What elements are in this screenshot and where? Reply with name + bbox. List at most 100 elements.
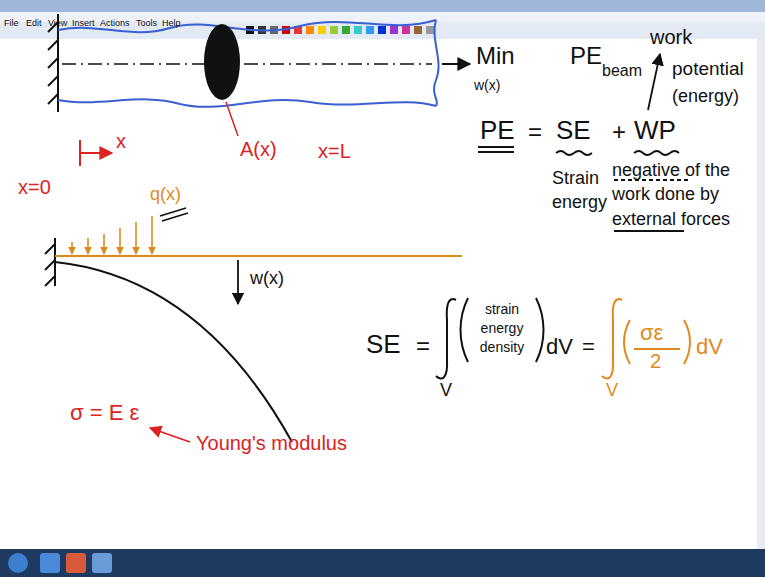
label-slot: dV — [696, 334, 723, 359]
handwritten-note: w(x) — [250, 268, 284, 289]
label-slot: A(x) — [240, 138, 277, 161]
handwritten-note: dV — [696, 334, 723, 359]
taskbar-icon — [40, 553, 60, 573]
handwritten-note: potential — [672, 58, 744, 80]
start-button — [8, 553, 28, 573]
arrow — [648, 54, 660, 110]
deflection-arrow — [237, 260, 239, 304]
taskbar-icon — [66, 553, 86, 573]
label-slot: σ = E ε — [70, 400, 139, 425]
taskbar-icon — [92, 553, 112, 573]
label-slot: Edit — [26, 12, 42, 30]
handwritten-note: V — [440, 380, 452, 401]
label-slot: PE — [570, 42, 602, 70]
wall-hatch — [45, 238, 55, 286]
centerline — [62, 63, 432, 65]
menu-item: Edit — [26, 18, 42, 28]
label-slot: w(x) — [250, 268, 284, 289]
label-slot: WP — [634, 116, 676, 146]
label-slot: x=L — [318, 140, 351, 163]
axis-arrow — [80, 152, 112, 154]
handwritten-note: + — [612, 118, 626, 146]
label-slot: Young's modulus — [196, 432, 347, 455]
label-slot: + — [612, 118, 626, 146]
menu-item: Insert — [72, 18, 95, 28]
title-bar — [0, 0, 765, 12]
label-slot: SE — [556, 116, 591, 146]
handwritten-note: σε — [640, 320, 663, 345]
handwritten-note: = — [528, 118, 542, 146]
label-slot: PE — [480, 116, 515, 146]
handwritten-note: work — [650, 26, 692, 49]
handwritten-note: Min — [476, 42, 515, 70]
menu-item: File — [4, 18, 19, 28]
handwritten-note: (energy) — [672, 86, 739, 107]
label-slot: = — [528, 118, 542, 146]
label-slot: File — [4, 12, 19, 30]
beam-outline — [58, 20, 439, 107]
label-slot: V — [606, 380, 618, 401]
handwritten-note: x=L — [318, 140, 351, 163]
label-slot: work — [650, 26, 692, 49]
label-slot: 2 — [650, 350, 661, 373]
wall-hatch — [48, 14, 58, 112]
handwritten-note: x — [116, 130, 126, 153]
label-slot: σε — [640, 320, 663, 345]
double-slash — [162, 213, 188, 221]
handwritten-note: Young's modulus — [196, 432, 347, 455]
label-slot: Min — [476, 42, 515, 70]
arrow — [442, 63, 470, 65]
handwritten-note: q(x) — [150, 184, 181, 205]
menu-item: Help — [162, 18, 181, 28]
label-slot: Tools — [136, 12, 157, 30]
handwritten-note: = — [582, 334, 595, 359]
label-slot: View — [48, 12, 67, 30]
label-slot: q(x) — [150, 184, 181, 205]
handwritten-note: A(x) — [240, 138, 277, 161]
label-slot: = — [582, 334, 595, 359]
menu-item: Actions — [100, 18, 130, 28]
parenthesis — [624, 320, 630, 364]
menu-item: View — [48, 18, 67, 28]
label-slot: SE — [366, 330, 401, 360]
handwritten-note: x=0 — [18, 176, 51, 199]
parenthesis — [684, 320, 690, 364]
leader-line — [226, 102, 238, 136]
handwritten-note: dV — [546, 334, 573, 359]
label-slot: w(x) — [474, 76, 500, 94]
cross-section — [204, 24, 240, 100]
handwritten-note: σ = E ε — [70, 400, 139, 425]
handwritten-note: = — [416, 332, 430, 360]
handwritten-note: SE — [556, 116, 591, 146]
undeformed-beam — [55, 255, 462, 257]
handwritten-note: PE — [570, 42, 602, 70]
label-slot: (energy) — [672, 86, 739, 107]
label-slot: Help — [162, 12, 181, 30]
fraction-bar — [634, 348, 680, 350]
label-slot: potential — [672, 58, 744, 80]
label-slot: x=0 — [18, 176, 51, 199]
handwritten-note: 2 — [650, 350, 661, 373]
label-slot: beam — [602, 62, 642, 80]
label-slot: Insert — [72, 12, 95, 30]
label-slot: strain energy density — [470, 300, 534, 357]
label-slot: V — [440, 380, 452, 401]
load-arrows — [72, 216, 152, 254]
taskbar — [0, 549, 765, 577]
parenthesis — [536, 298, 544, 362]
handwritten-note: PE — [480, 116, 515, 146]
handwritten-note: w(x) — [474, 77, 500, 93]
arrow — [150, 428, 190, 442]
label-slot: = — [416, 332, 430, 360]
parenthesis — [461, 298, 469, 362]
deflected-beam — [55, 262, 292, 442]
label-slot: dV — [546, 334, 573, 359]
handwritten-note: V — [606, 380, 618, 401]
label-slot: Actions — [100, 12, 130, 30]
handwritten-note: strain energy density — [470, 300, 534, 357]
integral-sign — [602, 299, 622, 378]
label-slot: negative of the work done by external fo… — [612, 158, 754, 231]
scrollbar — [757, 39, 765, 549]
